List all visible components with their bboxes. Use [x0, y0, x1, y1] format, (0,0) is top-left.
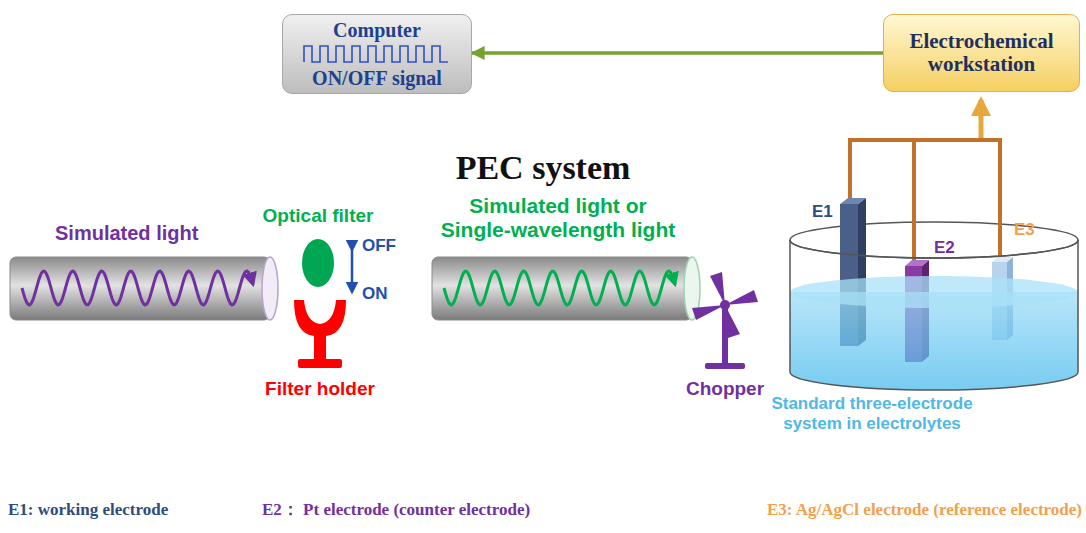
signal-connector [472, 51, 883, 55]
wave-line [444, 271, 675, 305]
light-wave [22, 271, 253, 305]
square-wave [302, 42, 452, 66]
holder-label: Filter holder [265, 378, 375, 400]
box-text: ON/OFF signal [312, 67, 442, 89]
legend-note: E2： Pt electrode (counter electrode) [262, 500, 530, 520]
optical-filter [302, 239, 334, 287]
light-label: Simulated light or Single-wavelength lig… [436, 194, 680, 242]
electrolyte [790, 276, 1078, 390]
electrode-label: E2 [934, 238, 955, 258]
wave-line [22, 271, 253, 305]
legend-note: E3: Ag/AgCl electrode (reference electro… [767, 500, 1082, 520]
light-label: Simulated light [55, 222, 198, 245]
computer-box: ComputerON/OFF signal [282, 14, 472, 94]
cell-label: Standard three-electrode system in elect… [765, 394, 980, 433]
state-label: ON [362, 284, 388, 304]
chopper-label: Chopper [686, 378, 764, 400]
electrode-label: E3 [1014, 220, 1035, 240]
signal-arrow [979, 100, 984, 138]
switch-arrow [351, 250, 354, 292]
light-tube [432, 257, 700, 320]
light-wave [444, 271, 675, 305]
wave-line [304, 46, 448, 62]
electrode-label: E1 [812, 202, 833, 222]
filter-label: Optical filter [263, 205, 374, 227]
beaker [790, 222, 1078, 258]
filter-holder [294, 300, 346, 368]
state-label: OFF [362, 236, 396, 256]
legend-note: E1: working electrode [8, 500, 168, 520]
diagram-title: PEC system [456, 148, 631, 187]
electrode-wires [850, 140, 1000, 264]
chopper-symbol [692, 272, 758, 369]
workstation-box: Electrochemical workstation [883, 14, 1080, 92]
box-heading: Computer [333, 19, 421, 41]
box-heading: Electrochemical workstation [892, 30, 1071, 76]
beaker [790, 240, 1078, 390]
light-tube [10, 257, 278, 320]
